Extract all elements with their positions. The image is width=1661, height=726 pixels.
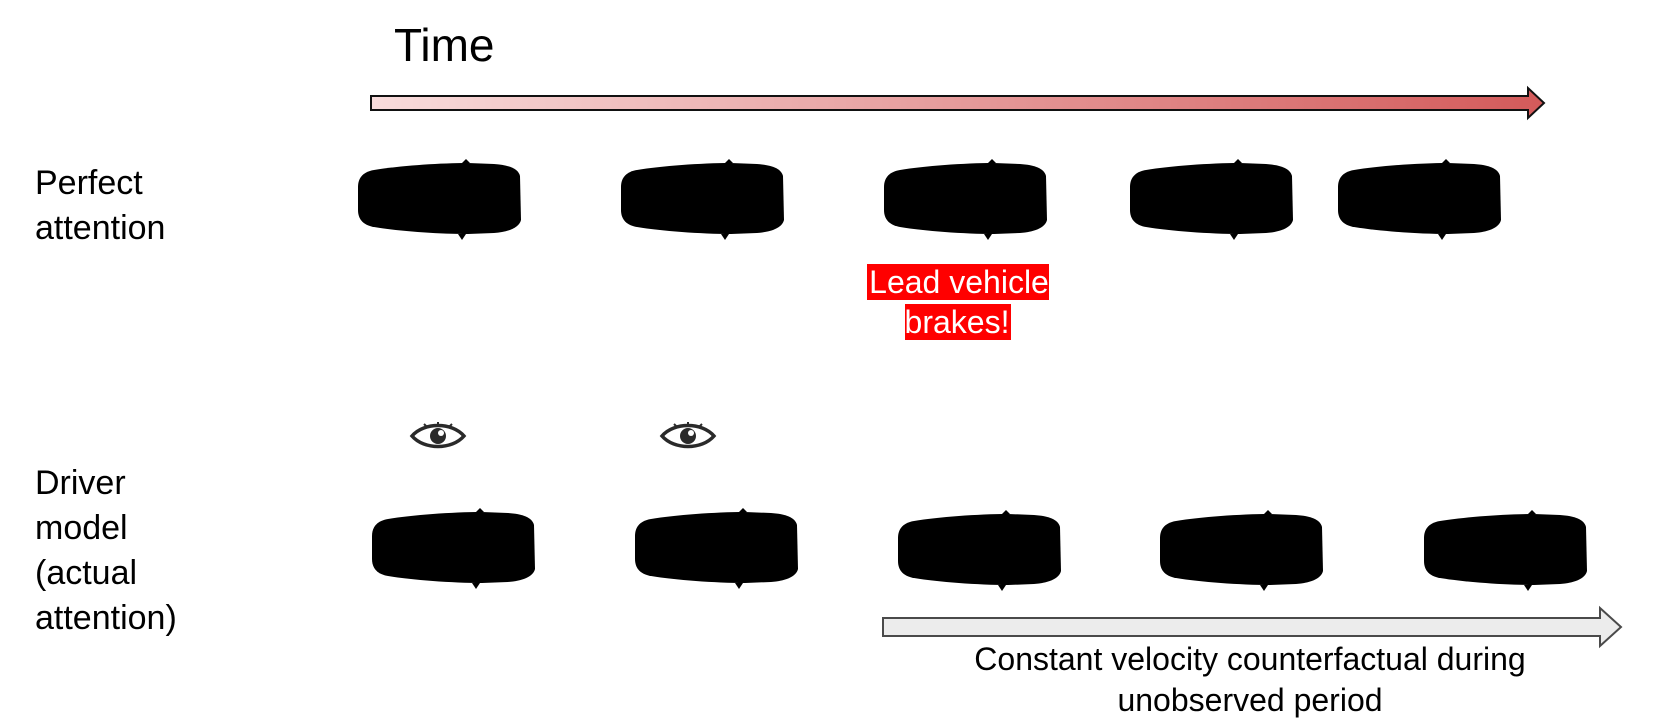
car-driver-1 <box>372 508 535 589</box>
car-perfect-3 <box>884 159 1047 240</box>
car-driver-ghost-3 <box>1424 510 1587 591</box>
driver-model-text: Driver model (actual attention) <box>35 464 177 637</box>
car-driver-2 <box>635 508 798 589</box>
counterfactual-arrow <box>882 605 1623 649</box>
car-perfect-5 <box>1338 159 1501 240</box>
lead-vehicle-brakes-alert: Lead vehicle brakes! <box>858 262 1058 342</box>
time-arrow <box>370 85 1546 121</box>
eye-icon <box>660 420 716 449</box>
perfect-attention-label: Perfect attention <box>35 161 195 251</box>
car-driver-ghost-1 <box>898 510 1061 591</box>
car-perfect-1 <box>358 159 521 240</box>
time-label: Time <box>394 19 495 71</box>
perfect-attention-text: Perfect attention <box>35 164 166 247</box>
car-driver-ghost-2 <box>1160 510 1323 591</box>
eye-icon <box>410 420 466 449</box>
car-perfect-4 <box>1130 159 1293 240</box>
driver-model-label: Driver model (actual attention) <box>35 461 205 641</box>
car-perfect-2 <box>621 159 784 240</box>
counterfactual-caption: Constant velocity counterfactual during … <box>974 641 1526 718</box>
